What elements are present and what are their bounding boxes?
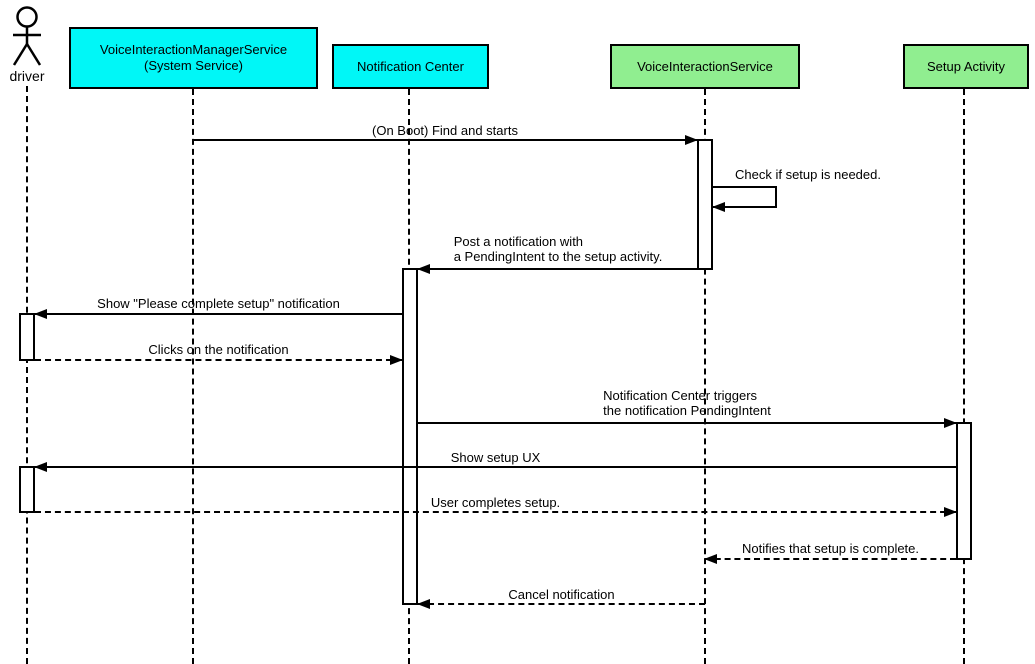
lifeline-voice-interaction-service: [704, 89, 706, 664]
message-2-line-down: [775, 186, 777, 208]
arrowhead-icon: [712, 202, 725, 212]
message-1-label: (On Boot) Find and starts: [372, 123, 518, 138]
actor-label: driver: [9, 68, 45, 84]
arrowhead-icon: [944, 418, 957, 428]
message-2-label: Check if setup is needed.: [735, 167, 881, 182]
message-3-label: Post a notification with a PendingIntent…: [453, 234, 663, 264]
message-7-label: Show setup UX: [450, 450, 541, 465]
message-9-line: [704, 554, 956, 564]
message-4-label: Show "Please complete setup" notificatio…: [97, 296, 340, 311]
message-7-line: [34, 462, 956, 472]
message-3-line: [417, 264, 697, 274]
activation-driver-1: [19, 313, 35, 361]
lifeline-driver: [26, 86, 28, 664]
activation-setup-activity: [956, 422, 972, 560]
message-5-label: Clicks on the notification: [148, 342, 289, 357]
message-9-label: Notifies that setup is complete.: [741, 541, 920, 556]
activation-driver-2: [19, 466, 35, 513]
participant-notification-center: Notification Center: [332, 44, 489, 89]
message-4-line: [34, 309, 402, 319]
message-10-label: Cancel notification: [508, 587, 615, 602]
activation-notification-center: [402, 268, 418, 605]
message-2-line-out: [713, 186, 777, 188]
message-1-line: [193, 135, 698, 145]
arrowhead-icon: [417, 599, 430, 609]
activation-voice-interaction-service: [697, 139, 713, 270]
arrowhead-icon: [944, 507, 957, 517]
lifeline-voice-interaction-manager-service: [192, 89, 194, 664]
arrowhead-icon: [34, 309, 47, 319]
message-5-line: [35, 355, 403, 365]
arrowhead-icon: [685, 135, 698, 145]
message-6-label: Notification Center triggers the notific…: [603, 388, 771, 418]
participant-setup-activity: Setup Activity: [903, 44, 1029, 89]
participant-voice-interaction-manager-service: VoiceInteractionManagerService (System S…: [69, 27, 318, 89]
lifeline-setup-activity: [963, 89, 965, 664]
message-6-line: [418, 418, 957, 428]
arrowhead-icon: [417, 264, 430, 274]
message-2-line-return: [712, 202, 777, 212]
message-8-label: User completes setup.: [430, 495, 561, 510]
participant-voice-interaction-service: VoiceInteractionService: [610, 44, 800, 89]
message-8-line: [35, 507, 957, 517]
arrowhead-icon: [390, 355, 403, 365]
actor-driver-icon: [12, 6, 42, 66]
message-10-line: [417, 599, 705, 609]
arrowhead-icon: [34, 462, 47, 472]
arrowhead-icon: [704, 554, 717, 564]
